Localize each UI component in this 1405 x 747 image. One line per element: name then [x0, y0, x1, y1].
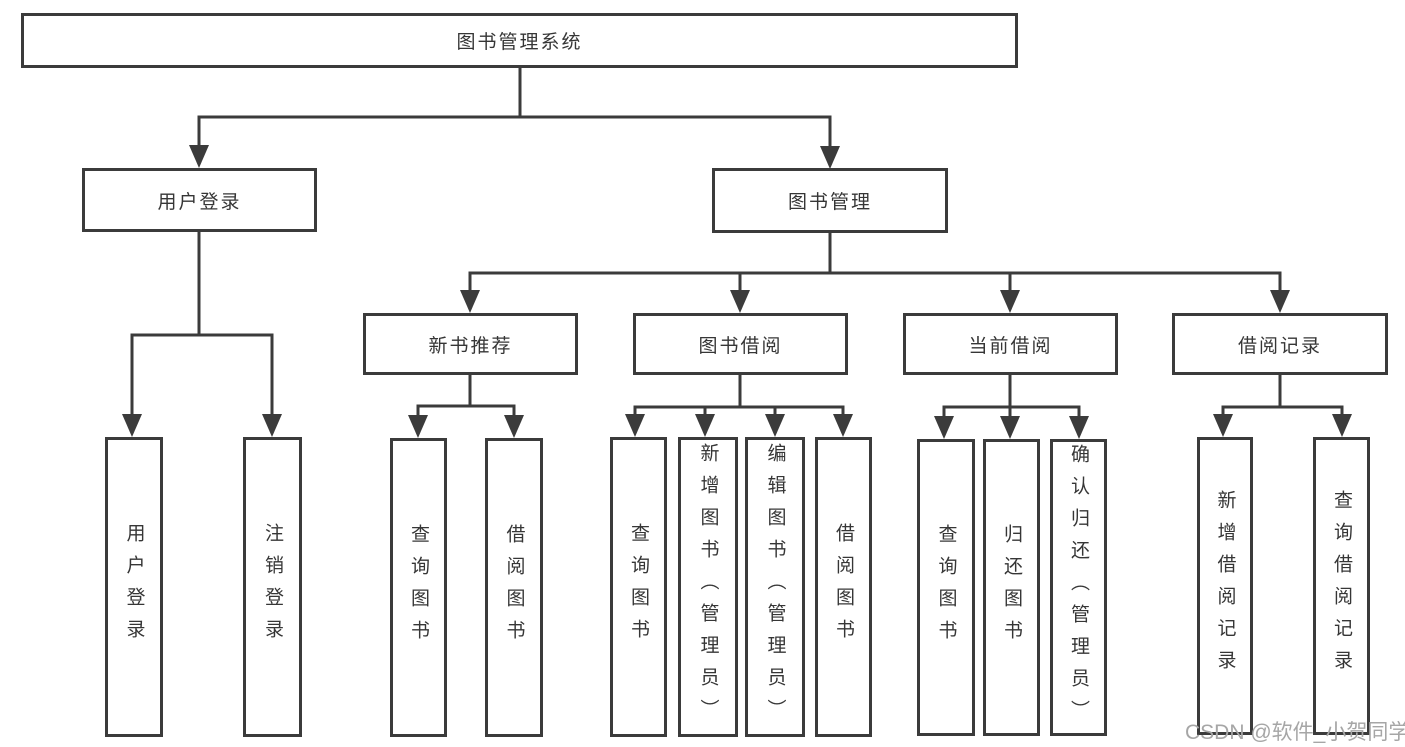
node-book-borrow: 图书借阅: [633, 313, 848, 375]
node-label: 归还图书: [1001, 523, 1022, 652]
node-label: 查询图书: [935, 523, 957, 652]
connector-root-to-level2: [189, 68, 840, 169]
node-label: 当前借阅: [968, 335, 1053, 357]
node-label: 注销登录: [262, 523, 283, 651]
connector-book-management-to-level3: [460, 233, 1290, 313]
node-label: 借阅图书: [503, 523, 525, 652]
node-logout-leaf: 注销登录: [243, 437, 302, 737]
node-label: 借阅记录: [1237, 335, 1322, 357]
connector-current-borrow-to-leaves: [934, 375, 1089, 439]
csdn-watermark: CSDN @软件_小贺同学: [1185, 721, 1405, 744]
connector-user-login-to-leaves: [122, 232, 282, 437]
node-recommend-query-books: 查询图书: [390, 438, 447, 737]
node-user-login-leaf: 用户登录: [105, 437, 163, 737]
node-label: 查询图书: [628, 523, 649, 651]
node-edit-books-admin: 编辑图书（管理员）: [745, 437, 805, 737]
node-label: 查询图书: [408, 523, 429, 652]
node-label: 确认归还（管理员）: [1068, 443, 1089, 732]
node-library-management-system: 图书管理系统: [21, 13, 1018, 68]
node-recommend-borrow-books: 借阅图书: [485, 438, 543, 737]
node-label: 用户登录: [123, 523, 145, 651]
connector-borrow-records-to-leaves: [1213, 375, 1352, 437]
node-label: 借阅图书: [833, 523, 854, 651]
node-label: 图书借阅: [698, 335, 783, 357]
node-current-query-books: 查询图书: [917, 439, 975, 736]
connector-new-book-to-leaves: [408, 375, 524, 438]
node-label: 新书推荐: [428, 335, 513, 357]
node-borrow-records: 借阅记录: [1172, 313, 1388, 375]
node-current-borrow: 当前借阅: [903, 313, 1118, 375]
node-label: 图书管理系统: [456, 32, 583, 53]
node-label: 查询借阅记录: [1331, 490, 1352, 682]
node-add-borrow-record: 新增借阅记录: [1197, 437, 1253, 735]
node-label: 图书管理: [787, 192, 872, 213]
node-book-management-branch: 图书管理: [712, 168, 948, 233]
node-confirm-return-admin: 确认归还（管理员）: [1050, 439, 1107, 736]
node-new-book-recommend: 新书推荐: [363, 313, 578, 375]
node-user-login-branch: 用户登录: [82, 168, 317, 232]
node-return-books: 归还图书: [983, 439, 1040, 736]
node-label: 用户登录: [157, 191, 242, 213]
node-add-books-admin: 新增图书（管理员）: [678, 437, 738, 737]
node-label: 新增借阅记录: [1214, 490, 1236, 682]
node-query-borrow-record: 查询借阅记录: [1313, 437, 1370, 735]
connector-book-borrow-to-leaves: [625, 375, 853, 437]
node-borrow-books-leaf: 借阅图书: [815, 437, 872, 737]
node-borrow-query-books: 查询图书: [610, 437, 667, 737]
node-label: 新增图书（管理员）: [697, 443, 719, 731]
node-label: 编辑图书（管理员）: [764, 443, 786, 731]
